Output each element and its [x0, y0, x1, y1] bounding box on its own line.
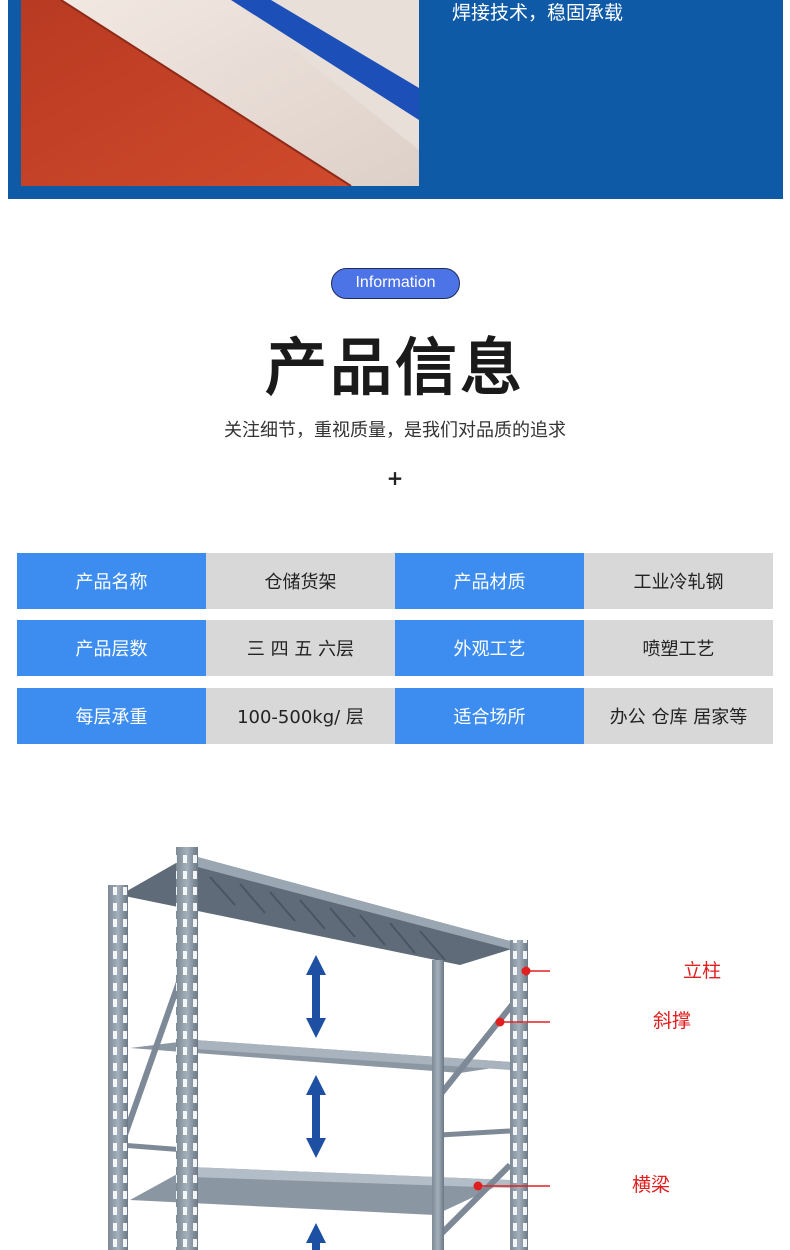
callout-upright: 立柱	[683, 960, 722, 982]
spec-label: 产品层数	[17, 620, 206, 676]
spec-value: 喷塑工艺	[584, 620, 773, 676]
spec-row-2: 产品层数 三 四 五 六层 外观工艺 喷塑工艺	[17, 620, 773, 676]
shelf-illustration	[108, 847, 675, 1250]
spec-row-1: 产品名称 仓储货架 产品材质 工业冷轧钢	[17, 553, 773, 609]
plus-icon: +	[386, 466, 404, 490]
spec-value: 仓储货架	[206, 553, 395, 609]
spec-label: 适合场所	[395, 688, 584, 744]
spec-label: 外观工艺	[395, 620, 584, 676]
banner-caption: 焊接技术，稳固承载	[452, 2, 624, 24]
closeup-image	[21, 0, 419, 186]
spec-label: 每层承重	[17, 688, 206, 744]
shelf-diagram	[90, 835, 675, 1250]
spec-label: 产品材质	[395, 553, 584, 609]
spec-label: 产品名称	[17, 553, 206, 609]
spec-value: 100-500kg/ 层	[206, 688, 395, 744]
section-subtitle: 关注细节，重视质量，是我们对品质的追求	[224, 420, 566, 441]
shelf-closeup-photo	[21, 0, 419, 186]
information-badge: Information	[331, 268, 460, 299]
spec-value: 办公 仓库 居家等	[584, 688, 773, 744]
spec-row-3: 每层承重 100-500kg/ 层 适合场所 办公 仓库 居家等	[17, 688, 773, 744]
callout-beam: 横梁	[632, 1174, 671, 1196]
callout-brace: 斜撑	[653, 1010, 692, 1032]
spec-value: 三 四 五 六层	[206, 620, 395, 676]
spec-value: 工业冷轧钢	[584, 553, 773, 609]
section-title: 产品信息	[264, 331, 525, 404]
top-banner: 焊接技术，稳固承载	[8, 0, 783, 199]
